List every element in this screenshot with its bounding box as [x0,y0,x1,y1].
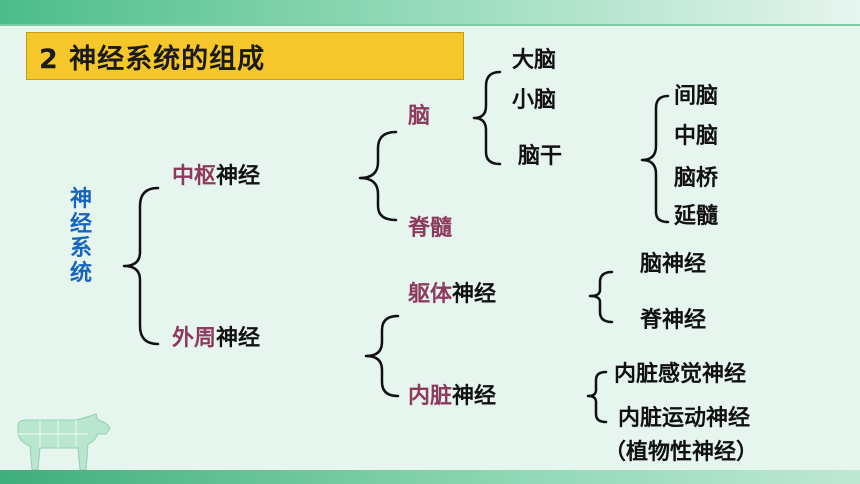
bracket-visceral [586,370,608,424]
node-midbrain: 中脑 [674,124,719,149]
node-cerebellum: 小脑 [512,88,557,113]
top-decor-line [0,24,860,26]
top-decor-bar [0,0,860,24]
node-diencephalon: 间脑 [674,84,719,109]
node-peripheral-nervous-system: 外周神经 [172,328,260,350]
bracket-somatic [588,270,614,324]
node-visceral-nerves: 内脏神经 [408,386,496,408]
visceral-accent-text: 内脏 [408,384,453,409]
slide-title: 2 神经系统的组成 [26,32,464,80]
somatic-rest-text: 神经 [452,282,497,307]
central-rest-text: 神经 [216,164,261,189]
central-accent-text: 中枢 [172,164,217,189]
bracket-brain [472,70,502,166]
node-pons: 脑桥 [674,166,719,191]
bottom-decor-bar [0,470,860,484]
node-somatic-nerves: 躯体神经 [408,284,496,306]
slide-title-text: 2 神经系统的组成 [39,43,266,75]
node-visceral-motor-nerves: 内脏运动神经 [618,406,751,431]
visceral-rest-text: 神经 [452,384,497,409]
node-cerebrum: 大脑 [512,48,557,73]
somatic-accent-text: 躯体 [408,282,453,307]
node-visceral-sensory-nerves: 内脏感觉神经 [614,362,747,387]
peripheral-accent-text: 外周 [172,326,217,351]
node-spinal-cord: 脊髓 [408,216,453,241]
bracket-brainstem [640,94,670,224]
node-autonomic-note: （植物性神经） [604,440,759,465]
peripheral-rest-text: 神经 [216,326,261,351]
cow-icon [17,413,111,471]
bracket-peripheral [364,314,400,398]
node-cranial-nerves: 脑神经 [640,252,707,277]
node-brainstem: 脑干 [518,144,563,169]
node-spinal-nerves: 脊神经 [640,308,707,333]
node-nervous-system: 神经系统 [69,187,92,286]
node-medulla: 延髓 [674,204,719,229]
bracket-central [358,130,398,222]
node-central-nervous-system: 中枢神经 [172,166,260,188]
node-brain: 脑 [408,104,431,129]
bracket-nervous-system [122,186,160,346]
